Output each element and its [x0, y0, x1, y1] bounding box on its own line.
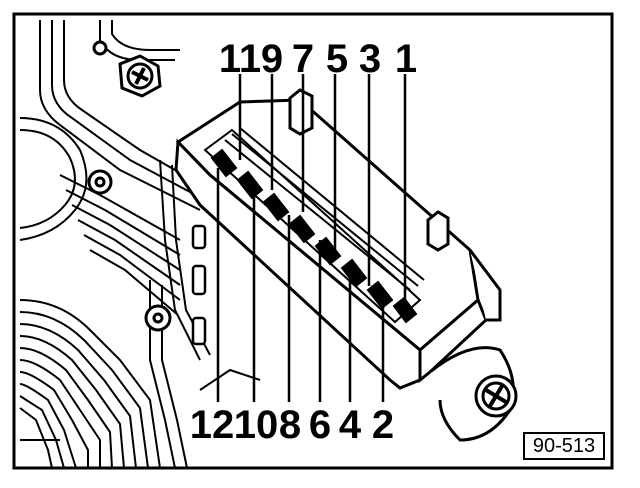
pin-label-7: 7: [292, 37, 314, 81]
pin-label-3: 3: [359, 37, 381, 81]
pin-label-5: 5: [326, 37, 348, 81]
pin-label-2: 2: [372, 403, 394, 447]
board-holes: [87, 40, 172, 332]
pin-label-12: 12: [190, 403, 235, 447]
pin-label-1: 1: [395, 37, 417, 81]
circuit-board: [19, 20, 261, 469]
leader-lines-bottom: [216, 168, 385, 402]
screw-bottom-icon: [474, 374, 518, 418]
pin-label-11: 11: [219, 37, 261, 81]
small-components: [191, 224, 207, 346]
pin-labels-top: 11 9 7 5 3 1: [219, 37, 417, 81]
pin-label-8: 8: [279, 403, 301, 447]
leader-lines-top: [238, 74, 407, 312]
figure-reference-code: 90-513: [523, 432, 605, 460]
connector-slots: [203, 127, 425, 324]
pin-label-6: 6: [309, 403, 331, 447]
screw-top-icon: [118, 54, 162, 98]
pin-label-9: 9: [261, 37, 283, 81]
pin-label-10: 10: [234, 403, 279, 447]
pin-label-4: 4: [339, 403, 362, 447]
pin-labels-bottom: 12 10 8 6 4 2: [190, 403, 394, 447]
